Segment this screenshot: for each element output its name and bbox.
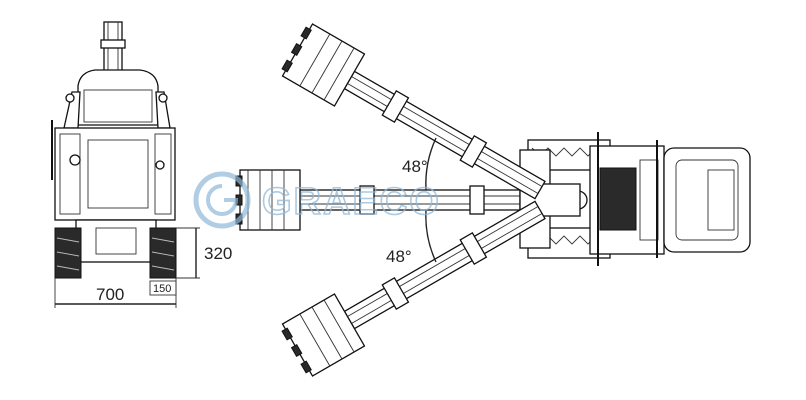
top-cab: [663, 147, 751, 253]
watermark-text: GRAECO: [262, 181, 441, 223]
boom-upper: [281, 23, 546, 200]
width-label: 700: [96, 285, 124, 304]
watermark-logo-icon: [193, 171, 251, 229]
track-width-label: 150: [153, 283, 171, 295]
boom-lower: [281, 200, 546, 377]
front-cab: [77, 69, 159, 126]
front-track-right: [149, 227, 177, 279]
height-dimension: 320: [176, 227, 232, 279]
angle-arc-lower: [425, 209, 437, 263]
watermark: GRAECO: [193, 171, 441, 229]
angle-arcs: 48° 48°: [386, 137, 437, 266]
angle-label-upper: 48°: [402, 157, 428, 176]
angle-label-lower: 48°: [386, 247, 412, 266]
angle-arc-upper: [425, 137, 437, 191]
front-track-left: [54, 227, 82, 279]
height-label: 320: [204, 244, 232, 263]
front-body: [54, 127, 176, 221]
track-width-dimension: 150: [149, 280, 177, 296]
front-view: [51, 21, 177, 279]
